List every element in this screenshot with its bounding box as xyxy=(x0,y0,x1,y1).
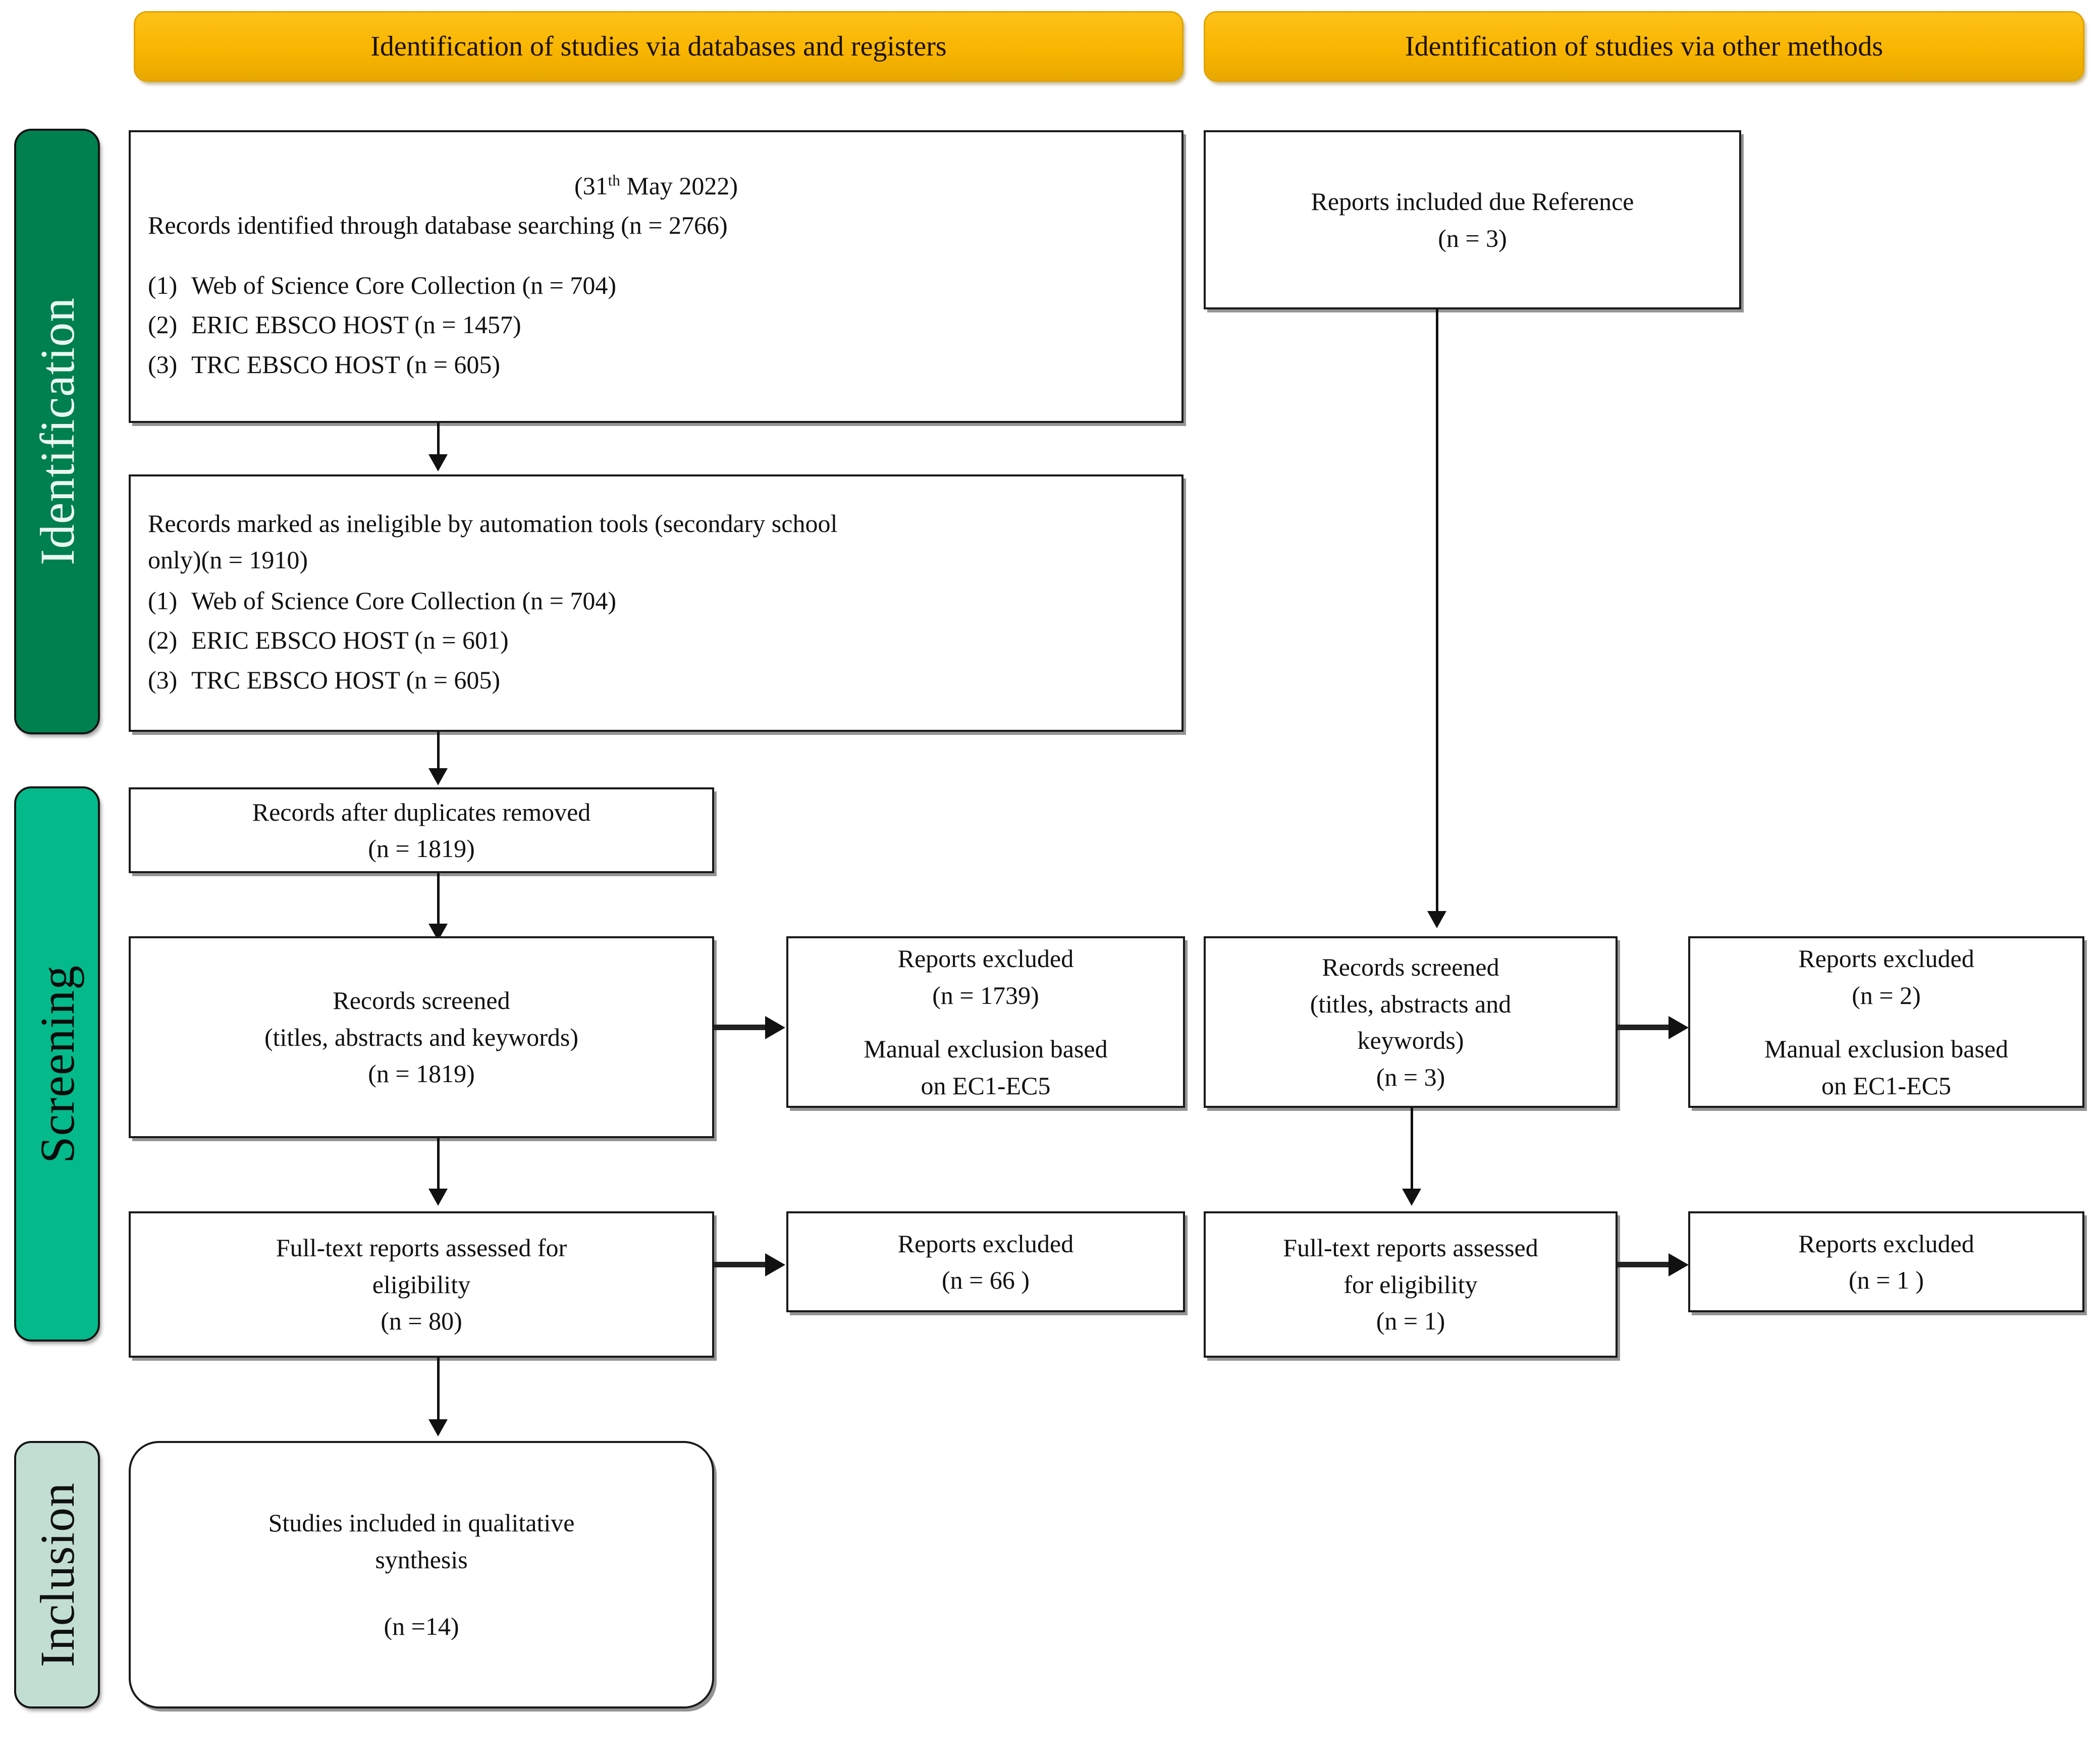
box-studies-included-qualitative-synthesis: Studies included in qualitative synthesi… xyxy=(129,1441,714,1708)
arrow-fulltext-to-excluded-other xyxy=(1669,1253,1689,1276)
list-item: (1)Web of Science Core Collection (n = 7… xyxy=(148,586,616,615)
arrow-screened-to-excluded-other xyxy=(1669,1016,1689,1039)
box-reports-excluded-fulltext-other: Reports excluded (n = 1 ) xyxy=(1688,1211,2084,1312)
list-item: (1)Web of Science Core Collection (n = 7… xyxy=(148,271,616,299)
included-line-2: synthesis xyxy=(375,1545,468,1574)
records-screened-other-line-4: (n = 3) xyxy=(1376,1062,1445,1091)
phase-band-screening: Screening xyxy=(14,786,100,1342)
arrow-fulltext-to-excluded-db xyxy=(765,1253,785,1276)
search-date: (31th May 2022) xyxy=(574,171,738,200)
fulltext-other-line-2: for eligibility xyxy=(1343,1270,1478,1299)
excluded-screen-db-line-2: (n = 1739) xyxy=(932,981,1039,1009)
duplicates-line-1: Records after duplicates removed xyxy=(252,797,591,826)
arrow-fulltext-to-included xyxy=(428,1419,448,1436)
banner-databases-registers-label: Identification of studies via databases … xyxy=(370,31,947,62)
duplicates-line-2: (n = 1819) xyxy=(368,834,475,863)
arrow-ineligible-to-duplicates xyxy=(428,768,448,785)
records-screened-other-line-3: keywords) xyxy=(1357,1026,1464,1054)
box-records-screened-other: Records screened (titles, abstracts and … xyxy=(1204,936,1618,1108)
phase-band-screening-label: Screening xyxy=(30,965,84,1163)
box-reports-included-due-reference: Reports included due Reference (n = 3) xyxy=(1204,130,1741,309)
fulltext-db-line-3: (n = 80) xyxy=(381,1307,462,1335)
other-included-line-1: Reports included due Reference xyxy=(1311,187,1634,216)
list-item: (3)TRC EBSCO HOST (n = 605) xyxy=(148,665,501,694)
fulltext-other-line-1: Full-text reports assessed xyxy=(1283,1234,1538,1262)
records-screened-db-line-1: Records screened xyxy=(333,986,510,1015)
connector-screened-to-excluded-other xyxy=(1618,1025,1673,1030)
connector-fulltext-to-excluded-db xyxy=(714,1262,770,1267)
connector-screened-to-fulltext-db xyxy=(437,1138,440,1194)
box-fulltext-assessed-db: Full-text reports assessed for eligibili… xyxy=(129,1211,714,1358)
connector-screened-to-excluded-db xyxy=(714,1025,770,1030)
connector-ineligible-to-duplicates xyxy=(437,732,440,772)
box-fulltext-assessed-other: Full-text reports assessed for eligibili… xyxy=(1204,1211,1618,1358)
excluded-screen-other-line-1: Reports excluded xyxy=(1798,944,1974,973)
arrow-screened-to-excluded-db xyxy=(765,1016,785,1039)
fulltext-other-line-3: (n = 1) xyxy=(1376,1307,1445,1335)
list-item: (3)TRC EBSCO HOST (n = 605) xyxy=(148,350,501,379)
arrow-screened-to-fulltext-db xyxy=(428,1189,448,1206)
excluded-fulltext-other-line-2: (n = 1 ) xyxy=(1849,1266,1924,1294)
ineligible-line-1: Records marked as ineligible by automati… xyxy=(148,509,838,538)
ineligible-line-2: only)(n = 1910) xyxy=(148,546,308,574)
box-reports-excluded-screening-db: Reports excluded (n = 1739) Manual exclu… xyxy=(786,936,1185,1108)
excluded-fulltext-db-line-2: (n = 66 ) xyxy=(942,1266,1030,1294)
excluded-screen-other-line-3: Manual exclusion based xyxy=(1764,1035,2009,1063)
phase-band-inclusion: Inclusion xyxy=(14,1441,100,1708)
phase-band-inclusion-label: Inclusion xyxy=(30,1482,84,1668)
box-records-ineligible-automation: Records marked as ineligible by automati… xyxy=(129,474,1184,732)
banner-databases-registers: Identification of studies via databases … xyxy=(134,11,1184,82)
connector-duplicates-to-screened xyxy=(437,873,440,929)
excluded-screen-db-line-3: Manual exclusion based xyxy=(864,1035,1108,1063)
excluded-screen-other-line-4: on EC1-EC5 xyxy=(1821,1071,1951,1100)
excluded-screen-other-line-2: (n = 2) xyxy=(1852,981,1921,1009)
arrow-identified-to-ineligible xyxy=(428,454,448,471)
arrow-screened-to-fulltext-other xyxy=(1402,1189,1421,1206)
records-screened-other-line-1: Records screened xyxy=(1322,953,1499,981)
box-reports-excluded-fulltext-db: Reports excluded (n = 66 ) xyxy=(786,1211,1185,1312)
box-records-after-duplicates-removed: Records after duplicates removed (n = 18… xyxy=(129,787,714,873)
banner-other-methods-label: Identification of studies via other meth… xyxy=(1405,31,1884,62)
other-included-line-2: (n = 3) xyxy=(1438,224,1507,252)
phase-band-identification-label: Identification xyxy=(30,297,84,566)
connector-fulltext-to-included xyxy=(437,1358,440,1423)
phase-band-identification: Identification xyxy=(14,129,100,734)
box-records-identified-database: (31th May 2022) Records identified throu… xyxy=(129,130,1184,423)
connector-reference-to-screened-other xyxy=(1436,309,1438,915)
list-item: (2)ERIC EBSCO HOST (n = 1457) xyxy=(148,310,521,339)
excluded-fulltext-other-line-1: Reports excluded xyxy=(1798,1229,1974,1258)
records-screened-db-line-3: (n = 1819) xyxy=(368,1059,475,1088)
excluded-screen-db-line-4: on EC1-EC5 xyxy=(921,1071,1051,1100)
list-item: (2)ERIC EBSCO HOST (n = 601) xyxy=(148,626,509,655)
fulltext-db-line-2: eligibility xyxy=(372,1270,471,1299)
box-records-screened-databases: Records screened (titles, abstracts and … xyxy=(129,936,714,1138)
ineligible-source-list: (1)Web of Science Core Collection (n = 7… xyxy=(148,582,1164,699)
included-line-3: (n =14) xyxy=(384,1612,459,1641)
excluded-fulltext-db-line-1: Reports excluded xyxy=(897,1229,1074,1258)
arrow-reference-to-screened-other xyxy=(1427,911,1446,928)
database-source-list: (1)Web of Science Core Collection (n = 7… xyxy=(148,267,1164,383)
records-identified-headline: Records identified through database sear… xyxy=(148,211,728,240)
included-line-1: Studies included in qualitative xyxy=(268,1509,575,1537)
records-screened-db-line-2: (titles, abstracts and keywords) xyxy=(264,1023,579,1051)
records-screened-other-line-2: (titles, abstracts and xyxy=(1310,989,1512,1018)
box-reports-excluded-screening-other: Reports excluded (n = 2) Manual exclusio… xyxy=(1688,936,2084,1108)
excluded-screen-db-line-1: Reports excluded xyxy=(897,944,1074,973)
fulltext-db-line-1: Full-text reports assessed for xyxy=(276,1234,567,1262)
connector-fulltext-to-excluded-other xyxy=(1618,1262,1673,1267)
connector-identified-to-ineligible xyxy=(437,423,440,458)
connector-screened-to-fulltext-other xyxy=(1411,1108,1413,1194)
banner-other-methods: Identification of studies via other meth… xyxy=(1204,11,2084,82)
